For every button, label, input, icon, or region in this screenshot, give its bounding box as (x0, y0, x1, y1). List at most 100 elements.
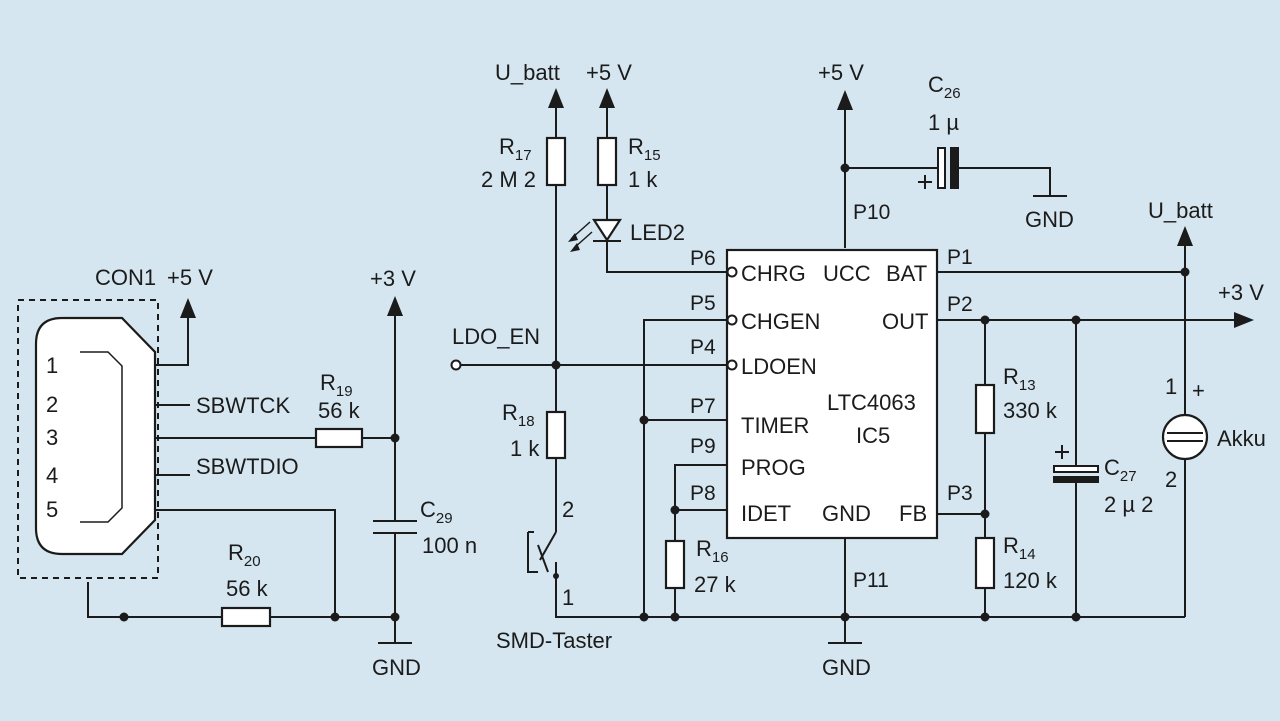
con1-pin-5-label: 5 (46, 497, 58, 522)
r19-label: R19 (320, 370, 353, 400)
r15-value: 1 k (628, 167, 658, 192)
switch-actuator (527, 531, 549, 573)
junction (390, 612, 400, 622)
pad-p4: P4 (690, 336, 716, 359)
ground-symbols (378, 195, 1067, 644)
wire-gnd-bus (555, 592, 1185, 618)
r17-label: R17 (499, 134, 532, 164)
wire-r15-led-chrg (606, 98, 727, 273)
led-led2 (568, 218, 623, 252)
switch-label: SMD-Taster (496, 628, 612, 653)
ic-part-name: LTC4063 (827, 390, 916, 415)
led-ray-2-tip (570, 243, 580, 252)
junction (840, 612, 850, 622)
c26-plate-plus (937, 147, 946, 189)
supply-arrows (180, 88, 1254, 340)
c29-label: C29 (420, 497, 453, 527)
ldo-en-label: LDO_EN (452, 324, 540, 349)
connector-con1: 1 2 3 4 5 CON1 +5 V SBWTCK SBWTDIO (17, 265, 299, 579)
supply-label-5v-ucc: +5 V (818, 60, 864, 85)
arrow-5v-r15 (599, 88, 615, 108)
gnd-label-ic: GND (822, 655, 871, 680)
r19-value: 56 k (318, 398, 361, 423)
r20-label: R20 (228, 540, 261, 570)
junction (119, 612, 129, 622)
resistor-r17 (545, 136, 567, 187)
ic-pin-ldoen: LDOEN (741, 354, 817, 379)
battery-akku (1161, 413, 1209, 461)
resistors (220, 136, 996, 628)
arrow-3v-out (1234, 312, 1254, 328)
c27-plate-minus (1053, 476, 1099, 483)
ic-ldoen-inversion (726, 359, 738, 371)
resistor-r19 (314, 427, 364, 449)
r16-value: 27 k (694, 572, 737, 597)
signal-sbwtck: SBWTCK (196, 393, 290, 418)
battery-pin-2: 2 (1165, 467, 1177, 492)
arrow-3v-left (387, 296, 403, 316)
con1-supply-label: +5 V (167, 265, 213, 290)
junction (980, 509, 990, 519)
pad-p9: P9 (690, 435, 716, 458)
usb-socket-inner (80, 351, 123, 523)
capacitor-c26 (918, 147, 959, 189)
connector-outline (17, 299, 159, 579)
r14-label: R14 (1003, 533, 1036, 563)
c26-plate-minus (950, 147, 959, 189)
c26-value: 1 µ (928, 110, 959, 135)
c27-plate-plus (1053, 465, 1099, 473)
resistor-r16 (664, 539, 686, 590)
junction-dots (119, 163, 1190, 622)
arrow-u-batt-right (1177, 226, 1193, 246)
resistor-r13 (974, 383, 996, 435)
battery-plus: + (1192, 378, 1205, 403)
gnd-label-c26: GND (1025, 207, 1074, 232)
resistor-r14 (974, 536, 996, 590)
arrow-u-batt-top (548, 88, 564, 108)
junction (1071, 315, 1081, 325)
ic-pin-prog: PROG (741, 455, 806, 480)
wire-c26 (845, 167, 1051, 196)
ldo-en-terminal (450, 359, 462, 371)
r17-value: 2 M 2 (481, 167, 536, 192)
junction (330, 612, 340, 622)
switch-pin-2: 2 (562, 497, 574, 522)
battery-circle (1161, 413, 1209, 461)
r18-value: 1 k (510, 436, 540, 461)
led2-label: LED2 (630, 220, 685, 245)
ic-chrg-inversion (726, 266, 738, 278)
ic-chgen-inversion (726, 314, 738, 326)
supply-label-5v-r15: +5 V (586, 60, 632, 85)
switch-lever (539, 531, 557, 592)
gnd-label-left: GND (372, 655, 421, 680)
usb-socket-body (34, 316, 157, 556)
capacitors (373, 147, 1099, 534)
pad-p7: P7 (690, 395, 716, 418)
junction (1180, 267, 1190, 277)
resistor-r20 (220, 606, 272, 628)
r16-label: R16 (696, 536, 729, 566)
ic-pin-fb: FB (899, 501, 927, 526)
ic-body (725, 248, 939, 540)
c27-value: 2 µ 2 (1104, 492, 1153, 517)
led-ray-1-tip (568, 233, 578, 242)
ic-pin-ucc: UCC (823, 261, 871, 286)
switch-pivot (553, 573, 559, 579)
arrow-5v-ucc (837, 90, 853, 110)
capacitor-c29 (373, 520, 417, 534)
con1-pin-4-label: 4 (46, 463, 58, 488)
c29-value: 100 n (422, 533, 477, 558)
supply-label-3v-left: +3 V (370, 266, 416, 291)
pad-p1: P1 (947, 246, 973, 269)
resistor-r18 (545, 410, 567, 460)
c26-plus-sign (918, 175, 932, 189)
battery-pin-1: 1 (1165, 374, 1177, 399)
junction (980, 315, 990, 325)
pad-p11: P11 (853, 569, 889, 592)
supply-label-u-batt-top: U_batt (495, 60, 560, 85)
led-triangle (591, 218, 623, 243)
con1-pin-1-label: 1 (46, 353, 58, 378)
ic-pin-gnd: GND (822, 501, 871, 526)
battery-label: Akku (1217, 426, 1266, 451)
